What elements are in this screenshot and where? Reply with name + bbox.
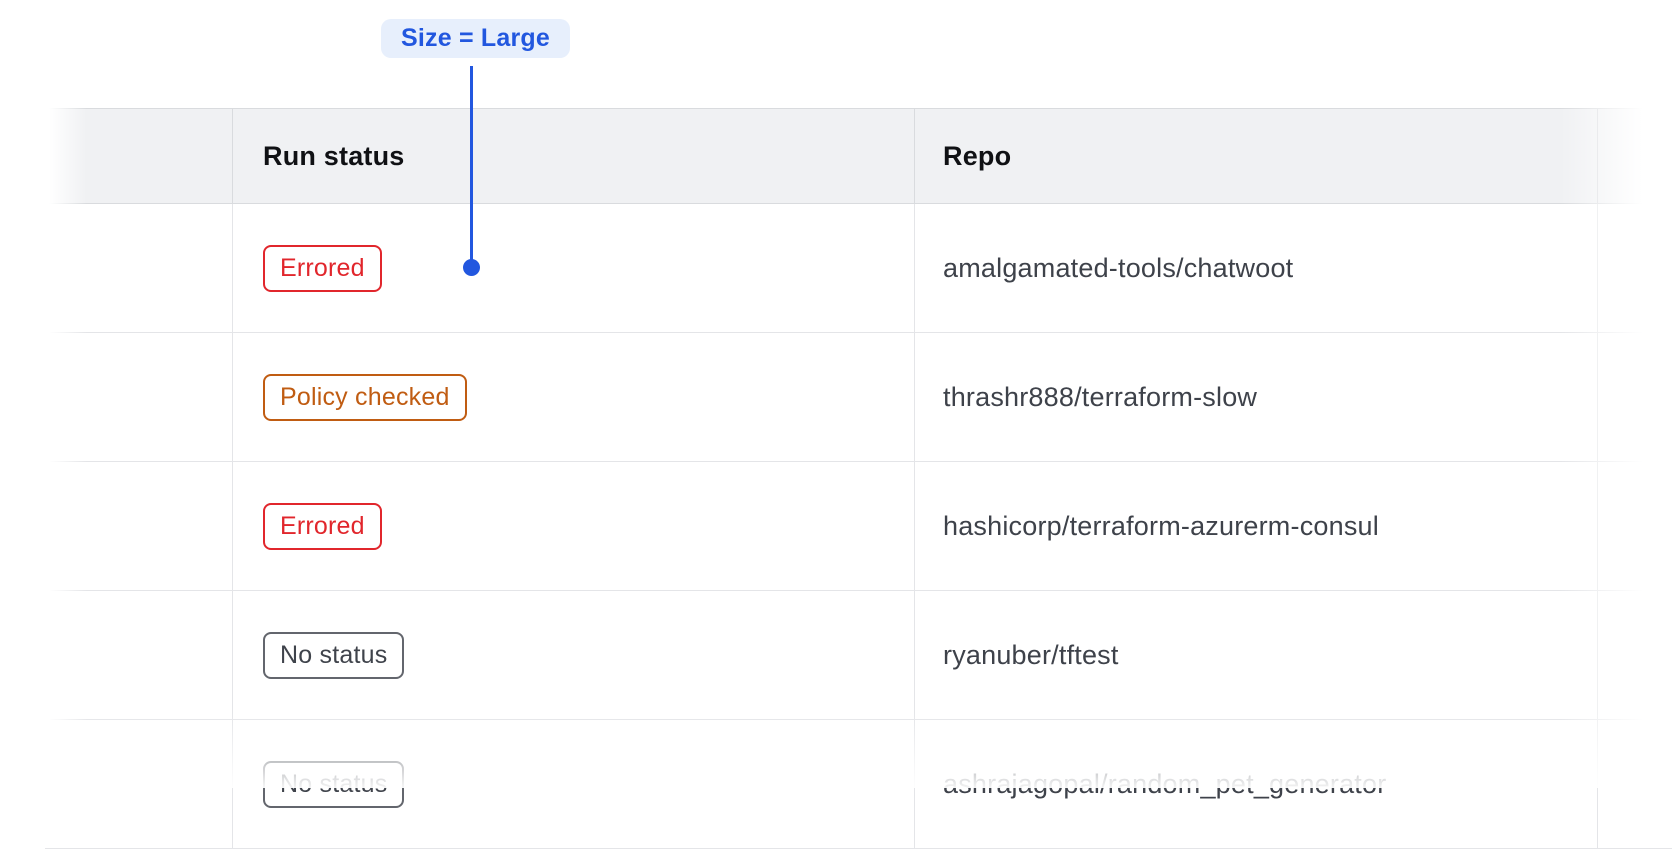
run-status-column-label: Run status bbox=[263, 140, 405, 171]
row-cell-empty bbox=[45, 204, 233, 332]
table-row[interactable]: Errored amalgamated-tools/chatwoot bbox=[45, 204, 1672, 333]
row-cell-repo: thrashr888/terraform-slow bbox=[915, 333, 1598, 461]
row-cell-overflow bbox=[1598, 462, 1672, 590]
row-cell-repo: ashrajagopal/random_pet_generator bbox=[915, 720, 1598, 848]
run-status-badge: No status bbox=[263, 760, 405, 808]
row-cell-run-status: Errored bbox=[233, 204, 915, 332]
run-status-badge: Errored bbox=[263, 244, 382, 292]
row-cell-overflow bbox=[1598, 204, 1672, 332]
row-cell-repo: ryanuber/tftest bbox=[915, 591, 1598, 719]
header-cell-run-status: Run status bbox=[233, 109, 915, 203]
annotation-pointer-dot bbox=[463, 259, 480, 276]
annotation-pointer-line bbox=[470, 66, 473, 260]
row-cell-run-status: No status bbox=[233, 720, 915, 848]
header-cell-overflow bbox=[1598, 109, 1672, 203]
page: { "annotation": { "label": "Size = Large… bbox=[0, 19, 1672, 849]
table-row[interactable]: No status ryanuber/tftest bbox=[45, 591, 1672, 720]
repo-name: thrashr888/terraform-slow bbox=[943, 381, 1258, 412]
table-row[interactable]: No status ashrajagopal/random_pet_genera… bbox=[45, 720, 1672, 849]
row-cell-empty bbox=[45, 591, 233, 719]
row-cell-overflow bbox=[1598, 333, 1672, 461]
row-cell-empty bbox=[45, 333, 233, 461]
run-status-badge: No status bbox=[263, 631, 405, 679]
row-cell-overflow bbox=[1598, 720, 1672, 848]
run-status-badge: Policy checked bbox=[263, 373, 467, 421]
repo-name: ryanuber/tftest bbox=[943, 639, 1119, 670]
row-cell-empty bbox=[45, 720, 233, 848]
header-cell-empty bbox=[45, 109, 233, 203]
repo-name: amalgamated-tools/chatwoot bbox=[943, 252, 1294, 283]
row-cell-repo: amalgamated-tools/chatwoot bbox=[915, 204, 1598, 332]
size-annotation-pill: Size = Large bbox=[381, 19, 570, 58]
row-cell-empty bbox=[45, 462, 233, 590]
row-cell-overflow bbox=[1598, 591, 1672, 719]
repo-column-label: Repo bbox=[943, 140, 1012, 171]
row-cell-run-status: Errored bbox=[233, 462, 915, 590]
repo-name: ashrajagopal/random_pet_generator bbox=[943, 768, 1387, 799]
table-body: Errored amalgamated-tools/chatwoot Polic… bbox=[45, 204, 1672, 849]
row-cell-run-status: Policy checked bbox=[233, 333, 915, 461]
table-row[interactable]: Policy checked thrashr888/terraform-slow bbox=[45, 333, 1672, 462]
run-status-badge: Errored bbox=[263, 502, 382, 550]
repo-name: hashicorp/terraform-azurerm-consul bbox=[943, 510, 1379, 541]
header-cell-repo: Repo bbox=[915, 109, 1598, 203]
row-cell-run-status: No status bbox=[233, 591, 915, 719]
table-row[interactable]: Errored hashicorp/terraform-azurerm-cons… bbox=[45, 462, 1672, 591]
runs-table: Run status Repo Errored amalgamated-tool… bbox=[45, 108, 1672, 849]
table-header-row: Run status Repo bbox=[45, 108, 1672, 204]
row-cell-repo: hashicorp/terraform-azurerm-consul bbox=[915, 462, 1598, 590]
